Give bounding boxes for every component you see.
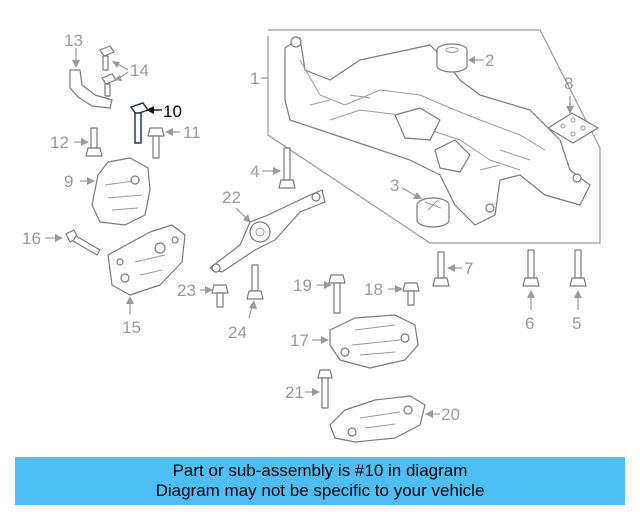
callout-6: 6 (525, 314, 534, 333)
bolt-part-10[interactable] (129, 102, 150, 144)
bracket-part-20[interactable] (329, 395, 426, 443)
callout-2: 2 (485, 51, 494, 70)
callout-8: 8 (564, 74, 573, 93)
callout-18: 18 (364, 280, 383, 299)
parts-diagram: 1 2 3 8 4 6 5 (22, 29, 601, 443)
callout-3: 3 (390, 176, 399, 195)
torque-arm-part-22[interactable] (209, 189, 326, 273)
transmission-mount-part-17[interactable] (329, 314, 419, 369)
callout-14: 14 (130, 61, 149, 80)
banner-line-1: Part or sub-assembly is #10 in diagram (172, 461, 468, 480)
bushing-part-2[interactable] (436, 43, 468, 73)
bolt-part-24[interactable] (246, 264, 264, 300)
bolt-part-4[interactable] (278, 147, 296, 189)
callout-23: 23 (177, 281, 196, 300)
callout-1: 1 (250, 69, 259, 88)
callout-4: 4 (250, 162, 259, 181)
mount-bracket-part-15[interactable] (107, 224, 186, 296)
bushing-part-3[interactable] (416, 197, 450, 228)
callout-9: 9 (64, 172, 73, 191)
callout-21: 21 (285, 383, 304, 402)
callout-13: 13 (64, 31, 83, 50)
bolt-part-7[interactable] (432, 251, 450, 287)
info-banner: Part or sub-assembly is #10 in diagram D… (15, 457, 625, 505)
callout-17: 17 (290, 331, 309, 350)
bolt-part-23[interactable] (211, 284, 229, 308)
bolt-part-12[interactable] (85, 127, 103, 157)
bolt-part-16[interactable] (65, 229, 101, 256)
bolt-part-6[interactable] (522, 249, 540, 287)
callout-5: 5 (572, 314, 581, 333)
banner-line-2: Diagram may not be specific to your vehi… (155, 481, 485, 500)
bolt-part-5[interactable] (569, 249, 587, 287)
callout-12: 12 (50, 133, 69, 152)
bracket-part-13[interactable] (69, 69, 113, 109)
callout-20: 20 (441, 405, 460, 424)
bolt-part-21[interactable] (317, 369, 333, 409)
bolt-part-18[interactable] (402, 282, 420, 306)
plate-part-8[interactable] (547, 112, 599, 144)
mount-part-9[interactable] (91, 157, 151, 226)
callout-16: 16 (22, 229, 41, 248)
bolt-part-14[interactable] (99, 45, 117, 97)
callout-22: 22 (222, 188, 241, 207)
bolt-part-11[interactable] (147, 127, 165, 159)
bolt-part-19[interactable] (328, 274, 346, 314)
subframe-part-1[interactable] (267, 29, 601, 244)
callout-7: 7 (464, 259, 473, 278)
callout-10: 10 (163, 102, 182, 121)
callout-15: 15 (122, 318, 141, 337)
callout-19: 19 (293, 276, 312, 295)
callout-11: 11 (183, 123, 201, 142)
callout-24: 24 (228, 323, 247, 342)
